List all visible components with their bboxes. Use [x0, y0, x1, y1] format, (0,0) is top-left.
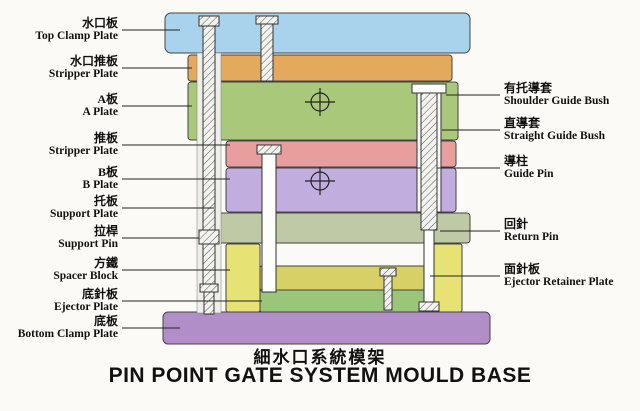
center-pin-shape [256, 144, 282, 293]
ejector-plate-shape [259, 289, 429, 313]
label-a-plate: A板 A Plate [2, 92, 118, 119]
ejector-retainer-plate-shape [259, 265, 429, 291]
label-en: Support Pin [58, 238, 118, 250]
label-return-pin: 回針 Return Pin [504, 217, 559, 244]
label-en: Bottom Clamp Plate [17, 328, 118, 340]
label-cn: A板 [97, 92, 118, 106]
label-stripper-plate: 推板 Stripper Plate [2, 131, 118, 158]
label-en: Ejector Retainer Plate [504, 276, 614, 288]
label-cn: 直導套 [504, 116, 541, 130]
label-en: B Plate [82, 179, 118, 191]
label-cn: 底針板 [81, 287, 118, 301]
label-cn: 托板 [93, 194, 118, 208]
label-cn: B板 [97, 165, 118, 179]
label-en: Support Plate [49, 208, 118, 220]
label-cn: 拉桿 [93, 224, 118, 238]
label-cn: 導柱 [504, 154, 529, 168]
label-shoulder-guide-bush: 有托導套 Shoulder Guide Bush [504, 81, 609, 108]
center-mark-icon [305, 88, 335, 116]
label-en: Stripper Plate [48, 145, 118, 157]
center-mark-icon [305, 167, 335, 195]
label-cn: 推板 [93, 131, 118, 145]
figure-title-english: PIN POINT GATE SYSTEM MOULD BASE [108, 364, 532, 387]
label-spacer-block: 方鐵 Spacer Block [2, 256, 118, 283]
return-pin-shape [418, 229, 440, 312]
label-en: Straight Guide Bush [504, 130, 605, 142]
label-b-plate: B板 B Plate [2, 165, 118, 192]
label-en: Stripper Plate [48, 68, 118, 80]
figure-title-chinese: 細水口系統模架 [253, 348, 387, 367]
label-cn: 水口推板 [69, 54, 118, 68]
label-bottom-clamp-plate: 底板 Bottom Clamp Plate [2, 314, 118, 341]
label-straight-guide-bush: 直導套 Straight Guide Bush [504, 116, 605, 143]
label-cn: 回針 [504, 217, 529, 231]
label-top-clamp-plate: 水口板 Top Clamp Plate [2, 16, 118, 43]
label-support-pin: 拉桿 Support Pin [2, 224, 118, 251]
label-runner-stripper-plate: 水口推板 Stripper Plate [2, 54, 118, 81]
label-cn: 底板 [93, 314, 118, 328]
retainer-screw-shape [379, 267, 397, 311]
label-en: Guide Pin [504, 168, 554, 180]
top-clamp-plate-shape [164, 12, 471, 54]
label-en: A Plate [82, 106, 118, 118]
label-en: Return Pin [504, 231, 559, 243]
label-ejector-retainer-plate: 面針板 Ejector Retainer Plate [504, 262, 613, 289]
label-cn: 面針板 [504, 262, 541, 276]
label-guide-pin: 導柱 Guide Pin [504, 154, 554, 181]
label-cn: 方鐵 [93, 256, 118, 270]
label-ejector-plate: 底針板 Ejector Plate [2, 287, 118, 314]
label-en: Spacer Block [53, 270, 118, 282]
label-support-plate: 托板 Support Plate [2, 194, 118, 221]
label-en: Shoulder Guide Bush [504, 95, 610, 107]
leader-lines-left [122, 29, 262, 329]
stripper-plate-shape [225, 140, 457, 168]
leader-lines-right [430, 94, 500, 277]
guide-pin-shape [420, 92, 438, 231]
spacer-block-left-shape [225, 243, 261, 313]
label-en: Top Clamp Plate [35, 30, 118, 42]
label-cn: 有托導套 [504, 81, 553, 95]
sprue-puller-pin-shape [255, 15, 279, 82]
bottom-clamp-plate-shape [162, 311, 491, 345]
label-en: Ejector Plate [54, 301, 118, 313]
runner-stripper-plate-shape [187, 54, 453, 82]
b-plate-shape [225, 167, 457, 213]
label-cn: 水口板 [81, 16, 118, 30]
